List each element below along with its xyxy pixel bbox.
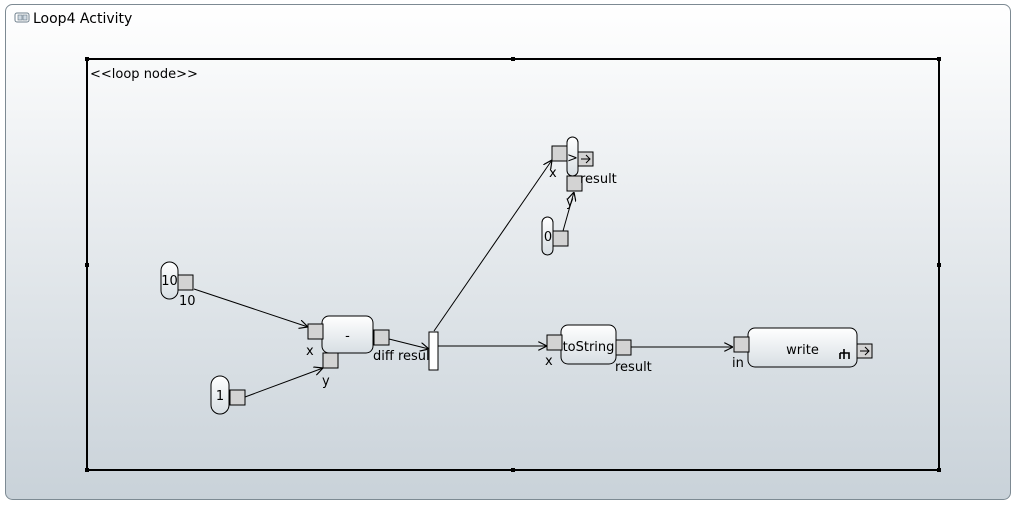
value-1-output-pin[interactable] [229, 389, 246, 406]
tostring-action-label: toString [563, 340, 615, 355]
activity-title: Loop4 Activity [33, 11, 132, 27]
value-10-label: 10 [161, 274, 178, 289]
value-0-label: 0 [544, 230, 552, 245]
value-10-pin-label: 10 [179, 294, 196, 309]
value-1-label: 1 [216, 389, 224, 404]
tostring-input-pin-x[interactable] [546, 334, 563, 351]
tostring-output-pin-label: result [615, 360, 652, 375]
fork-node[interactable] [428, 331, 439, 371]
call-behavior-icon [839, 349, 850, 359]
loop-node-selection-handles[interactable] [85, 57, 941, 472]
value-specification-10[interactable]: 10 10 [160, 261, 196, 309]
greater-than-action-label: > [567, 151, 578, 166]
tostring-pin-x-label: x [545, 354, 553, 369]
output-pin-arrow-icon [581, 154, 591, 164]
greater-input-pin-y[interactable] [566, 175, 583, 192]
loop-node-stereotype: <<loop node>> [90, 67, 198, 82]
minus-output-pin[interactable] [373, 329, 390, 346]
write-pin-in-label: in [732, 356, 744, 371]
value-10-output-pin[interactable] [177, 274, 194, 291]
tostring-output-pin[interactable] [615, 339, 632, 356]
greater-output-pin-label: result [580, 172, 617, 187]
edge-0-to-greater-y[interactable] [562, 192, 574, 232]
greater-than-action[interactable]: > x y result [549, 136, 617, 210]
value-specification-1[interactable]: 1 [210, 375, 246, 415]
edge-minus-to-fork[interactable] [388, 338, 429, 349]
minus-pin-x-label: x [306, 344, 314, 359]
minus-output-pin-label: diff result [373, 349, 435, 364]
edge-1-to-minus-y[interactable] [244, 368, 323, 398]
write-action[interactable]: write in [732, 327, 873, 371]
minus-action[interactable]: - x y diff result [306, 315, 435, 389]
edge-fork-to-greater-x[interactable] [433, 160, 552, 332]
minus-input-pin-x[interactable] [307, 323, 324, 340]
tostring-action[interactable]: toString x result [545, 324, 652, 375]
greater-input-pin-x[interactable] [551, 145, 568, 162]
activity-icon [14, 12, 30, 23]
greater-pin-x-label: x [549, 166, 557, 181]
write-action-label: write [786, 343, 819, 358]
greater-pin-y-label: y [566, 195, 574, 210]
minus-pin-y-label: y [322, 374, 330, 389]
value-specification-0[interactable]: 0 [541, 216, 569, 256]
minus-input-pin-y[interactable] [322, 352, 339, 369]
output-pin-arrow-icon [860, 346, 870, 356]
value-0-output-pin[interactable] [552, 230, 569, 247]
minus-action-label: - [345, 329, 350, 344]
activity-frame[interactable] [5, 4, 1011, 500]
write-input-pin-in[interactable] [733, 336, 750, 353]
edge-10-to-minus-x[interactable] [193, 288, 308, 327]
